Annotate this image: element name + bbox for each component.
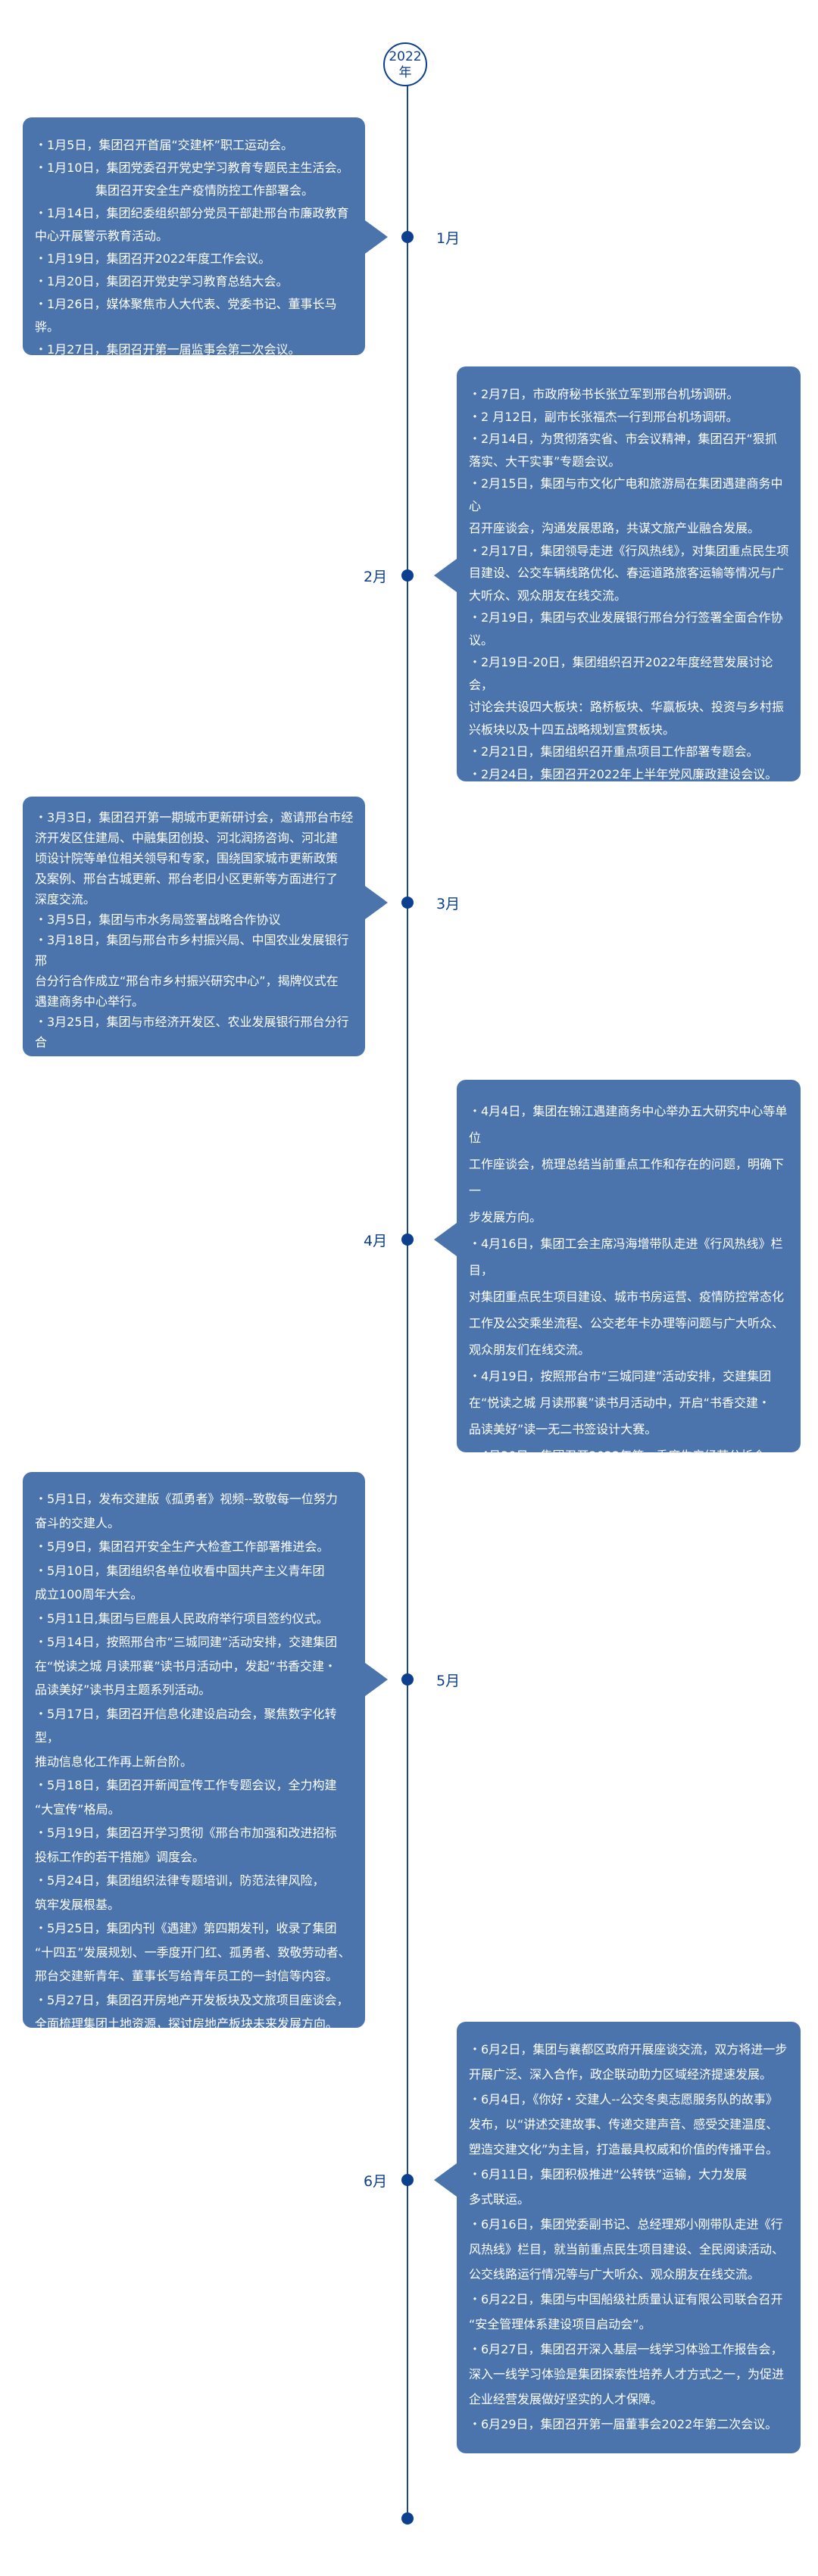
timeline-dot bbox=[401, 1233, 414, 1246]
event-item: ・3月28日，集团与南和区人民政府举行项目签约仪式 bbox=[35, 1076, 325, 1090]
pointer-arrow bbox=[365, 220, 388, 254]
event-item: ・6月16日，集团党委副书记、总经理郑小刚带队走进《行 风热线》栏目，就当前重点… bbox=[469, 2217, 785, 2281]
event-item: ・4月19日，按照邢台市“三城同建”活动安排，交建集团 在“悦读之城 月读邢襄”… bbox=[469, 1369, 772, 1436]
month-event-box: ・5月1日，发布交建版《孤勇者》视频--致敬每一位努力 奋斗的交建人。・5月9日… bbox=[23, 1472, 388, 2031]
event-item: ・5月10日，集团组织各单位收看中国共产主义青年团 成立100周年大会。 bbox=[35, 1563, 325, 1602]
event-item: ・1月27日，集团召开第一届监事会第二次会议。 bbox=[35, 342, 301, 357]
timeline-line bbox=[407, 85, 408, 2519]
event-item: ・3月25日，集团与市经济开发区、农业发展银行邢台分行合 作签约仪式在市经济开发… bbox=[35, 1015, 349, 1070]
event-item: ・5月25日，集团内刊《遇建》第四期发刊，收录了集团 “十四五”发展规划、一季度… bbox=[35, 1921, 351, 1983]
event-item: ・3月18日，集团与邢台市乡村振兴局、中国农业发展银行邢 台分行合作成立“邢台市… bbox=[35, 933, 349, 1009]
event-item: ・1月14日，集团纪委组织部分党员干部赴邢台市廉政教育 中心开展警示教育活动。 bbox=[35, 206, 349, 243]
event-item: ・2月15日，集团与市文化广电和旅游局在集团遇建商务中心 召开座谈会，沟通发展思… bbox=[469, 476, 783, 535]
event-item: ・6月22日，集团与中国船级社质量认证有限公司联合召开 “安全管理体系建设项目启… bbox=[469, 2292, 783, 2331]
timeline-dot bbox=[401, 569, 414, 582]
event-item: ・5月17日，集团召开信息化建设启动会，聚焦数字化转型， 推动信息化工作再上新台… bbox=[35, 1706, 337, 1769]
month-event-box: ・3月3日，集团召开第一期城市更新研讨会，邀请邢台市经 济开发区住建局、中融集团… bbox=[23, 797, 388, 1090]
event-item: ・5月11日,集团与巨鹿县人民政府举行项目签约仪式。 bbox=[35, 1611, 329, 1626]
event-item: ・6月27日，集团召开深入基层一线学习体验工作报告会， 深入一线学习体验是集团探… bbox=[469, 2342, 785, 2406]
event-item: ・2月24日，集团召开2022年上半年党风廉政建设会议。 bbox=[469, 766, 778, 781]
event-item: ・6月29日，集团召开第一届董事会2022年第二次会议。 bbox=[469, 2417, 778, 2431]
timeline-dot bbox=[401, 1673, 414, 1686]
event-item: ・2 月12日，副市长张福杰一行到邢台机场调研。 bbox=[469, 409, 738, 424]
pointer-arrow bbox=[434, 2163, 457, 2197]
event-item: ・2月14日，为贯彻落实省、市会议精神，集团召开“狠抓 落实、大干实事”专题会议… bbox=[469, 432, 777, 469]
event-item: ・3月3日，集团召开第一期城市更新研讨会，邀请邢台市经 济开发区住建局、中融集团… bbox=[35, 810, 354, 906]
event-item: ・5月1日，发布交建版《孤勇者》视频--致敬每一位努力 奋斗的交建人。 bbox=[35, 1492, 338, 1530]
month-label: 1月 bbox=[436, 230, 461, 247]
event-item: ・5月24日，集团组织法律专题培训，防范法律风险， 筑牢发展根基。 bbox=[35, 1873, 325, 1912]
event-item: ・2月19日-20日，集团组织召开2022年度经营发展讨论会， 讨论会共设四大板… bbox=[469, 655, 785, 737]
event-item: ・6月4日，《你好・交建人--公交冬奥志愿服务队的故事》 发布，以“讲述交建故事… bbox=[469, 2092, 779, 2157]
event-item: ・5月27日，集团召开房地产开发板块及文旅项目座谈会， 全面梳理集团土地资源，探… bbox=[35, 1992, 349, 2032]
month-label: 2月 bbox=[364, 569, 388, 585]
event-item: ・1月10日，集团党委召开党史学习教育专题民主生活会。 集团召开安全生产疫情防控… bbox=[35, 161, 349, 198]
month-label: 6月 bbox=[364, 2173, 388, 2190]
event-item: ・6月11日，集团积极推进“公转铁”运输，大力发展 多式联运。 bbox=[469, 2167, 748, 2206]
event-item: ・6月2日，集团与襄都区政府开展座谈交流，双方将进一步 开展广泛、深入合作，政企… bbox=[469, 2042, 788, 2082]
event-item: ・2月17日，集团领导走进《行风热线》，对集团重点民生项 目建设、公交车辆线路优… bbox=[469, 543, 789, 603]
event-item: ・1月20日，集团召开党史学习教育总结大会。 bbox=[35, 274, 289, 288]
event-item: ・2月7日，市政府秘书长张立军到邢台机场调研。 bbox=[469, 387, 739, 401]
month-event-box: ・2月7日，市政府秘书长张立军到邢台机场调研。・2 月12日，副市长张福杰一行到… bbox=[434, 366, 801, 826]
timeline-dot bbox=[401, 897, 414, 909]
event-item: ・5月14日，按照邢台市“三城同建”活动安排，交建集团 在“悦读之城 月读邢襄”… bbox=[35, 1635, 338, 1697]
month-label: 3月 bbox=[436, 896, 461, 912]
month-label: 4月 bbox=[364, 1233, 388, 1249]
event-item: ・2月25日，集团召开基层党建工作述职评议会。 bbox=[469, 789, 735, 803]
event-item: ・1月5日，集团召开首届“交建杯”职工运动会。 bbox=[35, 138, 293, 152]
timeline-dot bbox=[401, 2174, 414, 2186]
event-item: ・5月9日，集团召开安全生产大检查工作部署推进会。 bbox=[35, 1539, 329, 1554]
year-badge: 2022 年 bbox=[383, 42, 427, 86]
event-item: ・1月26日，媒体聚焦市人大代表、党委书记、董事长马骅。 bbox=[35, 297, 337, 334]
event-item: ・4月30日，集团召开2022年第一季度生产经营分析会， 分析研究解决存在的问题… bbox=[469, 1449, 778, 1516]
event-item: ・5月18日，集团召开新闻宣传工作专题会议，全力构建 “大宣传”格局。 bbox=[35, 1778, 337, 1817]
event-item: ・2月19日，集团与农业发展银行邢台分行签署全面合作协议。 bbox=[469, 610, 783, 647]
pointer-arrow bbox=[434, 559, 457, 592]
event-item: ・2月26日，集团召开第一届董事会2022年第一次会议。 bbox=[469, 811, 778, 826]
month-event-box: ・4月4日，集团在锦江遇建商务中心举办五大研究中心等单位 工作座谈会，梳理总结当… bbox=[434, 1080, 801, 1516]
pointer-arrow bbox=[365, 886, 388, 919]
timeline-end-dot bbox=[401, 2512, 414, 2525]
pointer-arrow bbox=[434, 1223, 457, 1256]
month-event-box: ・1月5日，集团召开首届“交建杯”职工运动会。・1月10日，集团党委召开党史学习… bbox=[23, 117, 388, 357]
month-label: 5月 bbox=[436, 1673, 461, 1689]
event-item: ・4月16日，集团工会主席冯海增带队走进《行风热线》栏目， 对集团重点民生项目建… bbox=[469, 1237, 785, 1357]
event-item: ・1月19日，集团召开2022年度工作会议。 bbox=[35, 251, 271, 266]
pointer-arrow bbox=[365, 1663, 388, 1696]
event-item: ・5月19日，集团召开学习贯彻《邢台市加强和改进招标 投标工作的若干措施》调度会… bbox=[35, 1826, 337, 1864]
timeline-dot bbox=[401, 231, 414, 243]
month-event-box: ・6月2日，集团与襄都区政府开展座谈交流，双方将进一步 开展广泛、深入合作，政企… bbox=[434, 2022, 801, 2453]
event-item: ・4月4日，集团在锦江遇建商务中心举办五大研究中心等单位 工作座谈会，梳理总结当… bbox=[469, 1104, 788, 1224]
event-item: ・3月5日，集团与市水务局签署战略合作协议 bbox=[35, 912, 281, 927]
event-item: ・2月21日，集团组织召开重点项目工作部署专题会。 bbox=[469, 744, 759, 759]
